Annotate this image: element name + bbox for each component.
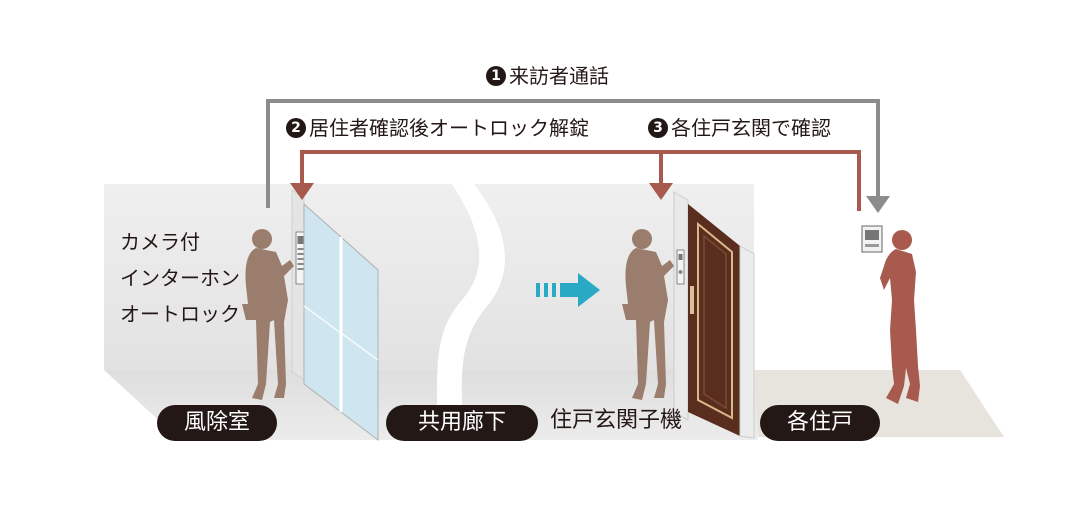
- step-2-label: 2 居住者確認後オートロック解錠: [286, 118, 589, 138]
- step-3-number: 3: [648, 118, 668, 138]
- unlock-arrow-head-entrance: [290, 183, 314, 200]
- flow-arrow-icon: [536, 273, 600, 307]
- area-separator: [436, 184, 505, 440]
- resident-silhouette: [880, 230, 920, 404]
- unlock-line: [300, 150, 861, 211]
- step-2-text: 居住者確認後オートロック解錠: [309, 116, 589, 140]
- door-frame: [673, 191, 689, 421]
- step-1-number: 1: [486, 66, 506, 86]
- door-intercom-label: 住戸玄関子機: [550, 408, 683, 433]
- entrance-device-line-2: インターホン: [120, 266, 240, 290]
- unit-front-door: [688, 204, 740, 436]
- step-3-text: 各住戸玄関で確認: [671, 116, 831, 140]
- step-3-label: 3 各住戸玄関で確認: [648, 118, 831, 138]
- entrance-device-line-1: カメラ付: [120, 230, 200, 254]
- entrance-device-line-3: オートロック: [120, 302, 240, 326]
- visitor-silhouette-entrance: [242, 229, 294, 400]
- area-unit-pill: 各住戸: [760, 405, 880, 441]
- monitor-icon: [861, 225, 883, 253]
- area-corridor-pill: 共用廊下: [386, 405, 538, 441]
- entrance-wall-panel: [291, 189, 305, 381]
- unlock-arrow-head-door: [649, 183, 673, 200]
- door-intercom-icon: [676, 249, 685, 285]
- area-vestibule-pill: 風除室: [157, 405, 277, 441]
- call-line: [266, 99, 880, 208]
- step-2-number: 2: [286, 118, 306, 138]
- step-1-text: 来訪者通話: [509, 64, 609, 88]
- step-1-label: 1 来訪者通話: [486, 66, 609, 86]
- visitor-silhouette-door: [622, 229, 674, 400]
- intercom-panel-icon: [295, 231, 306, 285]
- call-arrow-head: [866, 196, 890, 213]
